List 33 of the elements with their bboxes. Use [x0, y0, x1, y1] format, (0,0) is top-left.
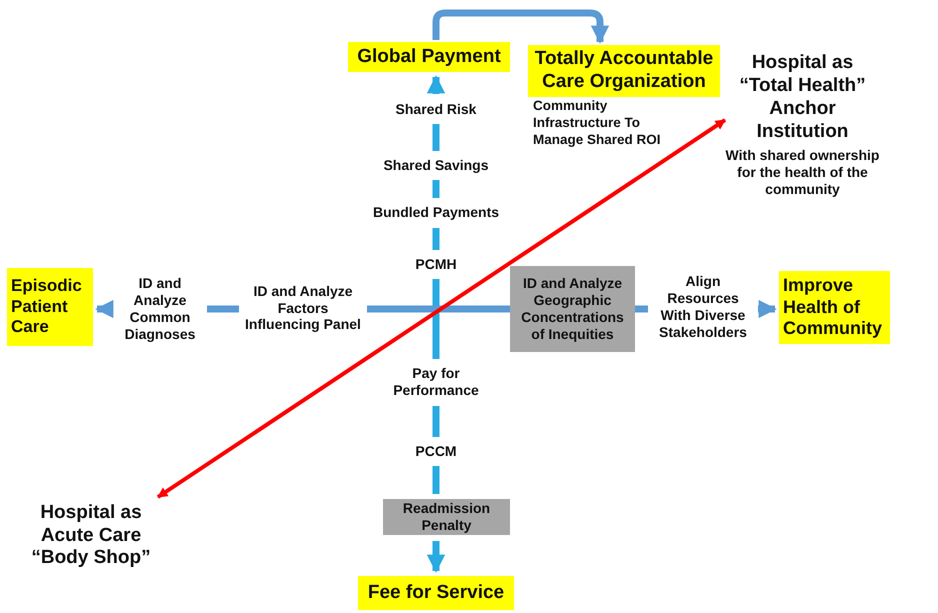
axis-label: Shared Savings: [376, 156, 496, 174]
connector-line: [432, 406, 440, 437]
arrow: [156, 118, 726, 499]
highlight-box: Episodic Patient Care: [7, 268, 93, 346]
axis-label: Align Resources With Diverse Stakeholders: [652, 266, 754, 348]
axis-label: Pay for Performance: [381, 364, 491, 400]
connector-line: [207, 306, 239, 312]
heading-text: Hospital as “Total Health” Anchor Institution: [738, 52, 867, 144]
connector-line: [635, 306, 648, 312]
connector-line: [367, 306, 510, 312]
axis-label: PCCM: [406, 442, 466, 460]
highlight-box: Fee for Service: [358, 576, 514, 610]
highlight-box: Improve Health of Community: [779, 271, 890, 344]
arrow: [426, 541, 446, 573]
connector-line: [432, 228, 440, 250]
highlight-box: Global Payment: [348, 42, 510, 72]
connector-line: [432, 466, 440, 494]
process-box: ID and Analyze Geographic Concentrations of Inequities: [510, 266, 635, 352]
highlight-box: Totally Accountable Care Organization: [528, 45, 720, 97]
arrow: [426, 75, 446, 94]
process-box: Readmission Penalty: [383, 499, 510, 535]
axis-label: PCMH: [406, 255, 466, 273]
note-text: Community Infrastructure To Manage Shared ROI: [533, 98, 662, 149]
axis-label: ID and Analyze Factors Influencing Panel: [243, 268, 363, 348]
connector-line: [432, 279, 440, 359]
axis-label: Bundled Payments: [361, 203, 511, 222]
arrow: [95, 300, 114, 318]
heading-text: Hospital as Acute Care “Body Shop”: [22, 497, 160, 575]
axis-label: ID and Analyze Common Diagnoses: [117, 270, 203, 348]
connector-line: [432, 180, 440, 198]
axis-label: Shared Risk: [386, 100, 486, 118]
arrow: [758, 300, 777, 318]
body-text: With shared ownership for the health of the community: [725, 147, 880, 198]
